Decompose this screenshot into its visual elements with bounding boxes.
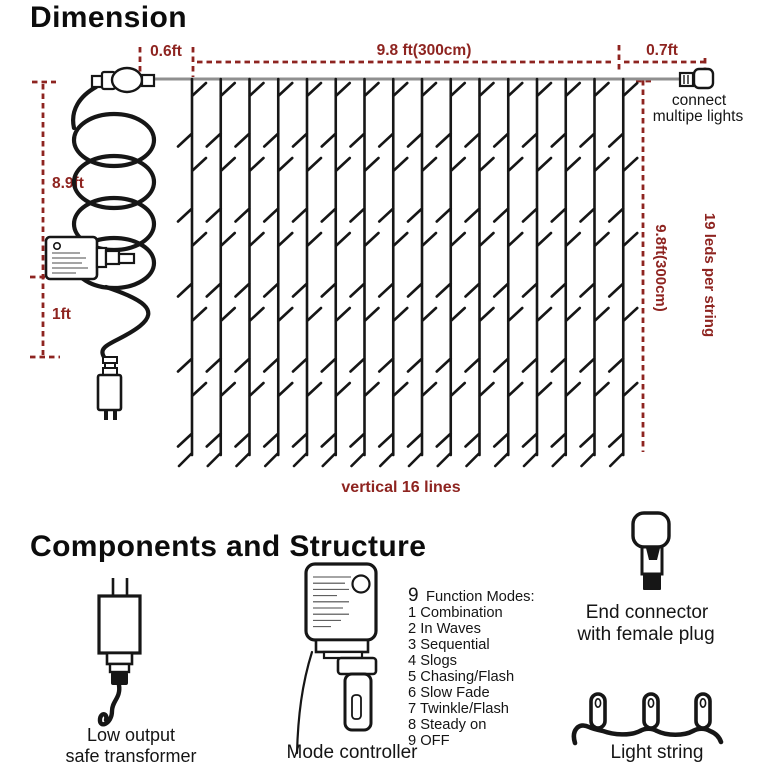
- measure-right-height: 9.8ft(300cm): [652, 224, 669, 312]
- mode-item: 3 Sequential: [408, 637, 490, 653]
- light-string-line: [607, 77, 639, 468]
- light-string-line: [521, 77, 553, 468]
- end-connector-label-line2: with female plug: [576, 624, 714, 645]
- end-connector-icon: [631, 511, 671, 590]
- dimension-title: Dimension: [30, 1, 187, 34]
- light-string-line: [435, 77, 467, 468]
- modes-count: 9: [408, 585, 419, 606]
- vertical-lines-note: vertical 16 lines: [341, 479, 460, 496]
- light-string-label: Light string: [611, 742, 704, 763]
- end-connector-label-line1: End connector: [586, 602, 709, 623]
- cord-to-plug: [100, 284, 151, 360]
- light-string-line: [234, 77, 265, 468]
- mode-controller-icon: [295, 562, 378, 755]
- curtain-strings: [176, 77, 639, 468]
- light-string-line: [320, 77, 352, 468]
- connect-note-line1: connect: [672, 92, 727, 109]
- controller-label: Mode controller: [287, 742, 419, 763]
- connect-note-line2: multipe lights: [653, 108, 744, 125]
- wall-plug-icon: [96, 356, 123, 420]
- light-string-line: [349, 77, 380, 468]
- light-string-line: [464, 77, 495, 468]
- mode-item: 2 In Waves: [408, 621, 481, 637]
- components-section: Components and Structure Low output safe…: [30, 511, 724, 766]
- light-string-line: [579, 77, 610, 468]
- measure-left-drop: 8.9ft: [52, 175, 84, 192]
- mode-item: 7 Twinkle/Flash: [408, 701, 509, 717]
- mode-item: 9 OFF: [408, 733, 450, 749]
- components-title: Components and Structure: [30, 530, 426, 563]
- leds-per-string-note: 19 leds per string: [701, 213, 718, 337]
- power-cord-coil: [71, 84, 157, 360]
- light-string-line: [406, 77, 438, 468]
- transformer-label-line2: safe transformer: [65, 746, 196, 766]
- inline-controller-icon: [44, 235, 136, 281]
- mode-item: 6 Slow Fade: [408, 685, 490, 701]
- measure-top-right: 0.7ft: [646, 42, 678, 59]
- light-string-line: [176, 77, 208, 468]
- measure-top-left: 0.6ft: [150, 43, 182, 60]
- light-string-line: [550, 77, 582, 468]
- function-modes-list: 9 Function Modes: 1 Combination 2 In Wav…: [408, 585, 535, 749]
- transformer-icon: [97, 578, 142, 727]
- light-string-line: [377, 77, 409, 468]
- mode-button: [351, 574, 371, 594]
- modes-title: 9 Function Modes:: [408, 585, 535, 606]
- male-female-connector-icon: [90, 66, 156, 94]
- dimension-section: Dimension 0.6ft 9.8 ft(300cm) 0.7ft 8.9f…: [30, 1, 743, 496]
- mode-item: 5 Chasing/Flash: [408, 669, 514, 685]
- mode-item: 1 Combination: [408, 605, 503, 621]
- light-string-line: [291, 77, 323, 468]
- transformer-label-line1: Low output: [87, 725, 175, 745]
- light-string-line: [492, 77, 524, 468]
- light-string-icon: [571, 692, 724, 746]
- measure-top-width: 9.8 ft(300cm): [377, 42, 472, 59]
- mode-item: 4 Slogs: [408, 653, 457, 669]
- modes-title-text: Function Modes:: [426, 589, 535, 605]
- end-connector-small-icon: [678, 67, 715, 90]
- measure-left-plug: 1ft: [52, 306, 71, 323]
- light-string-line: [205, 77, 237, 468]
- mode-item: 8 Steady on: [408, 717, 486, 733]
- light-string-line: [262, 77, 294, 468]
